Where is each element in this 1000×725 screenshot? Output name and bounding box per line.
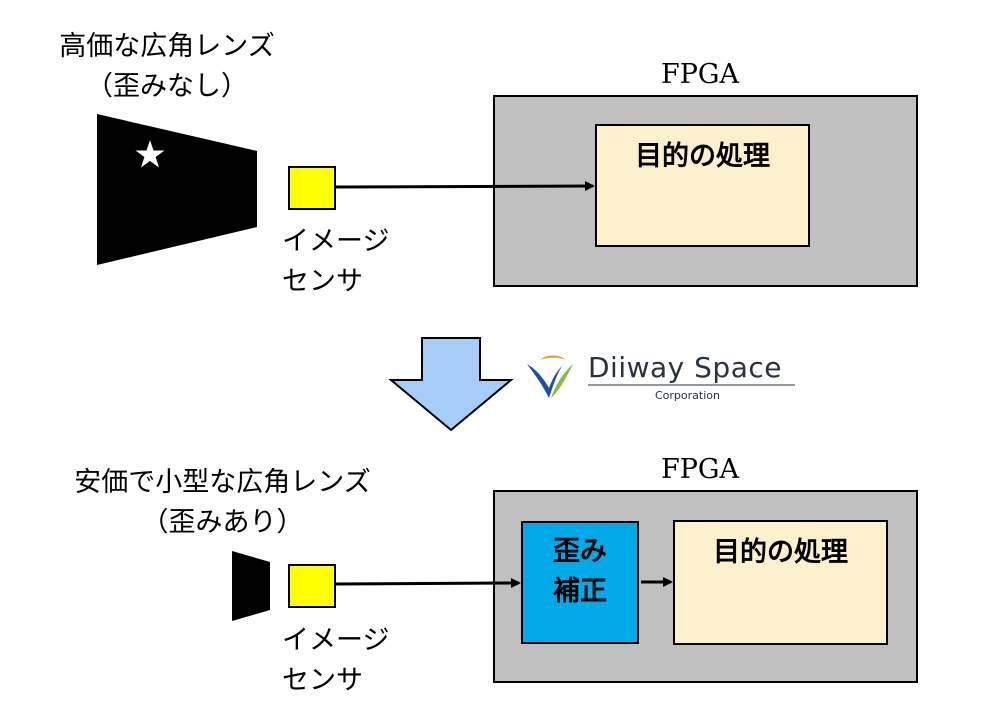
bottom-lens-label-line2: （歪みあり） — [141, 507, 304, 538]
cheap-lens-shape — [232, 551, 270, 621]
correction-label-line2: 補正 — [553, 576, 607, 607]
bottom-sensor-label-line2: センサ — [282, 665, 363, 696]
bottom-sensor-label-line1: イメージ — [282, 625, 390, 656]
top-signal-arrow — [335, 181, 595, 192]
bottom-signal-arrow — [335, 578, 521, 589]
company-logo-mark — [527, 355, 573, 398]
bottom-fpga-title: FPGA — [661, 454, 739, 485]
bottom-process-box: 目的の処理 — [673, 520, 888, 645]
top-sensor-label-line1: イメージ — [282, 226, 390, 257]
top-process-box: 目的の処理 — [595, 124, 810, 247]
distortion-correction-box: 歪み 補正 — [521, 521, 639, 644]
top-fpga-title: FPGA — [661, 59, 739, 90]
top-sensor-label-line2: センサ — [282, 266, 363, 297]
top-lens-label-line2: （歪みなし） — [86, 71, 248, 102]
top-process-label: 目的の処理 — [635, 141, 770, 172]
bottom-process-label: 目的の処理 — [713, 537, 848, 568]
down-arrow-icon — [388, 337, 514, 432]
bottom-image-sensor — [288, 564, 336, 608]
correction-label-line1: 歪み — [553, 536, 607, 567]
star-icon — [135, 140, 165, 168]
company-logo-name: Diiway Space — [588, 351, 782, 384]
top-image-sensor — [288, 166, 336, 210]
expensive-lens-shape — [97, 114, 257, 265]
bottom-lens-label-line1: 安価で小型な広角レンズ — [74, 467, 371, 498]
top-lens-label-line1: 高価な広角レンズ — [59, 31, 275, 62]
company-logo-sub: Corporation — [655, 389, 720, 402]
